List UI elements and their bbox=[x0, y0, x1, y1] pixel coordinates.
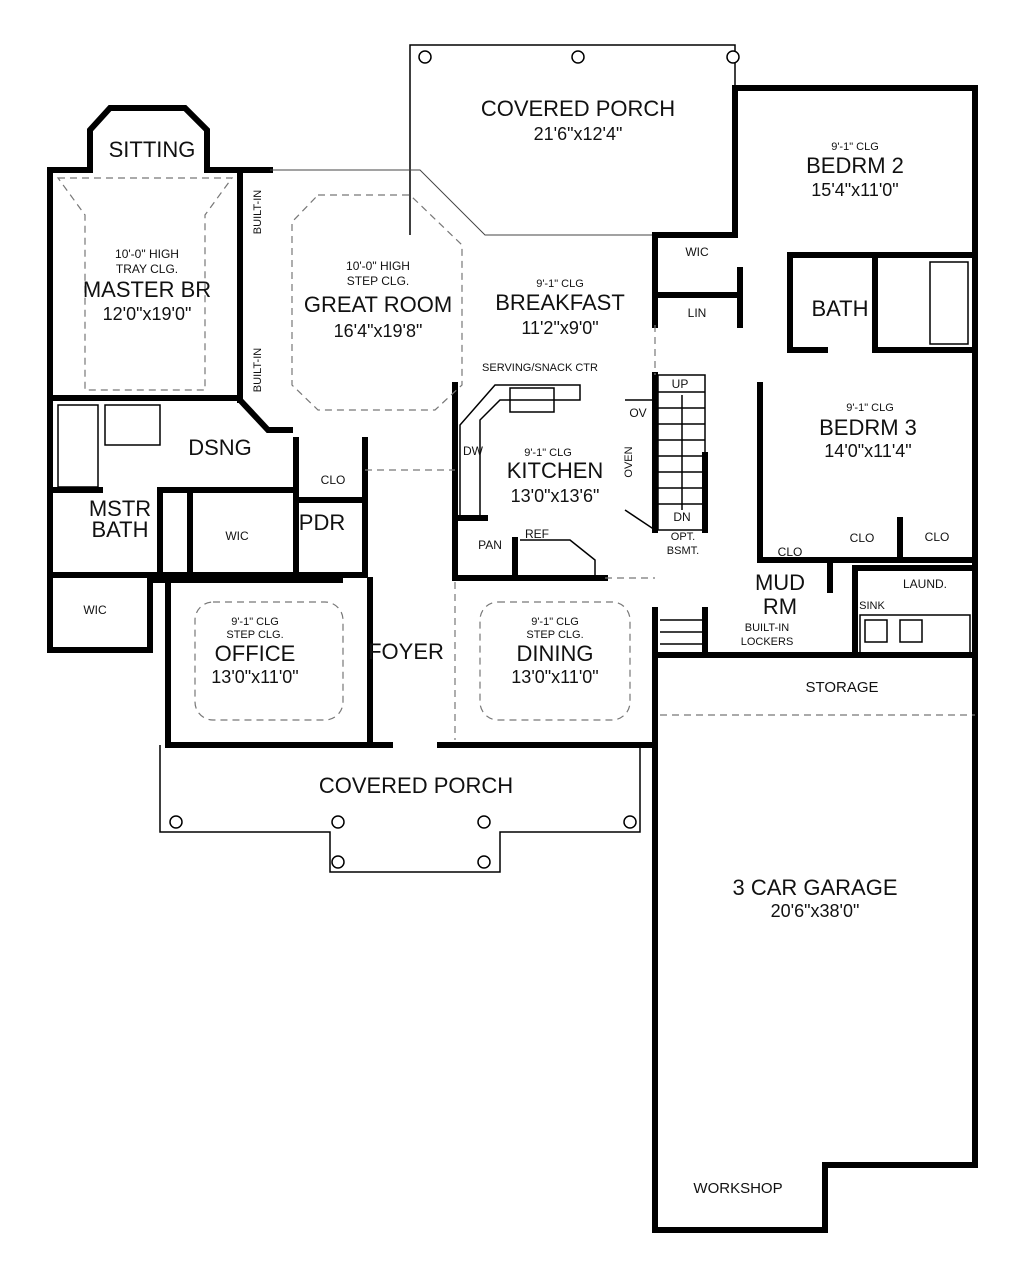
room-size: 13'0"x11'0" bbox=[211, 667, 298, 687]
kitchen-counters bbox=[57, 261, 971, 654]
post bbox=[331, 815, 345, 829]
room-size: 16'4"x19'8" bbox=[334, 321, 423, 341]
great-room-label: 10'-0" HIGH STEP CLG. GREAT ROOM 16'4"x1… bbox=[304, 259, 452, 341]
wic-label: WIC bbox=[225, 529, 249, 543]
front-porch-label: COVERED PORCH bbox=[319, 773, 513, 798]
wic-label: WIC bbox=[685, 245, 709, 259]
rear-porch-label: COVERED PORCH 21'6"x12'4" bbox=[481, 96, 675, 144]
ceiling-note: TRAY CLG. bbox=[116, 262, 178, 276]
dining-label: 9'-1" CLG STEP CLG. DINING 13'0"x11'0" bbox=[511, 616, 598, 687]
linen-label: LIN bbox=[688, 306, 707, 320]
sink-label: SINK bbox=[859, 600, 885, 612]
room-name: BREAKFAST bbox=[495, 290, 625, 315]
room-name: GREAT ROOM bbox=[304, 292, 452, 317]
bath-label: BATH bbox=[811, 296, 868, 321]
basement-label: BSMT. bbox=[667, 545, 699, 557]
closet-label: CLO bbox=[925, 530, 950, 544]
closet-label: CLO bbox=[850, 531, 875, 545]
breakfast-label: 9'-1" CLG BREAKFAST 11'2"x9'0" bbox=[495, 278, 625, 338]
room-name: RM bbox=[763, 594, 797, 619]
oven-ov-label: OV bbox=[629, 406, 646, 420]
ceiling-note: 9'-1" CLG bbox=[846, 402, 894, 414]
room-name: 3 CAR GARAGE bbox=[732, 875, 897, 900]
kitchen-label: 9'-1" CLG KITCHEN 13'0"x13'6" bbox=[507, 447, 604, 506]
room-name: BEDRM 3 bbox=[819, 415, 917, 440]
room-name: DINING bbox=[517, 641, 594, 666]
sitting-label: SITTING bbox=[109, 137, 196, 162]
closet-label: CLO bbox=[778, 545, 803, 559]
wic-label: WIC bbox=[83, 603, 107, 617]
dressing-label: DSNG bbox=[188, 435, 252, 460]
rear-porch-outline bbox=[409, 44, 736, 235]
stairs-up-label: UP bbox=[672, 377, 689, 391]
ceiling-note: 9'-1" CLG bbox=[524, 447, 572, 459]
post bbox=[331, 855, 345, 869]
room-size: 13'0"x11'0" bbox=[511, 667, 598, 687]
master-bedroom-label: 10'-0" HIGH TRAY CLG. MASTER BR 12'0"x19… bbox=[83, 247, 211, 324]
room-name: MUD bbox=[755, 570, 805, 595]
post bbox=[623, 815, 637, 829]
ceiling-note: 9'-1" CLG bbox=[831, 141, 879, 153]
ceiling-note: 9'-1" CLG bbox=[531, 616, 579, 628]
ceiling-note: 9'-1" CLG bbox=[536, 278, 584, 290]
powder-room-label: PDR bbox=[299, 510, 345, 535]
room-size: 21'6"x12'4" bbox=[534, 124, 623, 144]
exterior-walls bbox=[47, 85, 978, 1233]
post bbox=[571, 50, 585, 64]
room-name: BEDRM 2 bbox=[806, 153, 904, 178]
garage-label: 3 CAR GARAGE 20'6"x38'0" bbox=[732, 875, 897, 921]
dishwasher-label: DW bbox=[463, 444, 484, 458]
workshop-label: WORKSHOP bbox=[693, 1180, 782, 1197]
post bbox=[477, 815, 491, 829]
office-label: 9'-1" CLG STEP CLG. OFFICE 13'0"x11'0" bbox=[211, 616, 298, 687]
built-in-label: BUILT-IN bbox=[252, 190, 264, 234]
room-size: 14'0"x11'4" bbox=[824, 441, 911, 461]
room-size: 12'0"x19'0" bbox=[103, 304, 192, 324]
built-in-label: BUILT-IN bbox=[252, 348, 264, 392]
post bbox=[418, 50, 432, 64]
room-name: KITCHEN bbox=[507, 458, 604, 483]
room-name: MASTER BR bbox=[83, 277, 211, 302]
lockers-label: BUILT-IN bbox=[745, 622, 789, 634]
post bbox=[477, 855, 491, 869]
room-size: 11'2"x9'0" bbox=[521, 318, 598, 338]
front-porch-outline bbox=[159, 745, 641, 873]
ceiling-note: STEP CLG. bbox=[347, 274, 409, 288]
laundry-label: LAUND. bbox=[903, 577, 947, 591]
porch-posts bbox=[169, 50, 740, 869]
room-size: 20'6"x38'0" bbox=[771, 901, 860, 921]
ceiling-note: STEP CLG. bbox=[526, 629, 583, 641]
basement-label: OPT. bbox=[671, 531, 695, 543]
bedroom2-label: 9'-1" CLG BEDRM 2 15'4"x11'0" bbox=[806, 141, 904, 200]
stairs-down-label: DN bbox=[673, 510, 690, 524]
staircase[interactable] bbox=[657, 374, 706, 645]
storage-label: STORAGE bbox=[805, 679, 878, 696]
mud-room-label: MUD RM BUILT-IN LOCKERS bbox=[741, 570, 805, 648]
foyer-label: FOYER bbox=[368, 639, 444, 664]
room-name: COVERED PORCH bbox=[481, 96, 675, 121]
room-size: 13'0"x13'6" bbox=[511, 486, 600, 506]
lockers-label: LOCKERS bbox=[741, 636, 794, 648]
bedroom3-label: 9'-1" CLG BEDRM 3 14'0"x11'4" bbox=[819, 402, 917, 461]
post bbox=[726, 50, 740, 64]
pantry-label: PAN bbox=[478, 538, 502, 552]
refrigerator-label: REF bbox=[525, 527, 549, 541]
ceiling-note: 10'-0" HIGH bbox=[346, 259, 410, 273]
ceiling-outlines bbox=[56, 177, 975, 740]
master-bath-label: MSTR bbox=[89, 496, 151, 521]
master-bath-label: BATH bbox=[91, 517, 148, 542]
ceiling-note: 9'-1" CLG bbox=[231, 616, 279, 628]
post bbox=[169, 815, 183, 829]
closet-label: CLO bbox=[321, 473, 346, 487]
room-size: 15'4"x11'0" bbox=[811, 180, 898, 200]
ceiling-note: STEP CLG. bbox=[226, 629, 283, 641]
room-name: OFFICE bbox=[215, 641, 296, 666]
ceiling-note: 10'-0" HIGH bbox=[115, 247, 179, 261]
serving-counter-label: SERVING/SNACK CTR bbox=[482, 362, 598, 374]
oven-label: OVEN bbox=[623, 446, 635, 477]
